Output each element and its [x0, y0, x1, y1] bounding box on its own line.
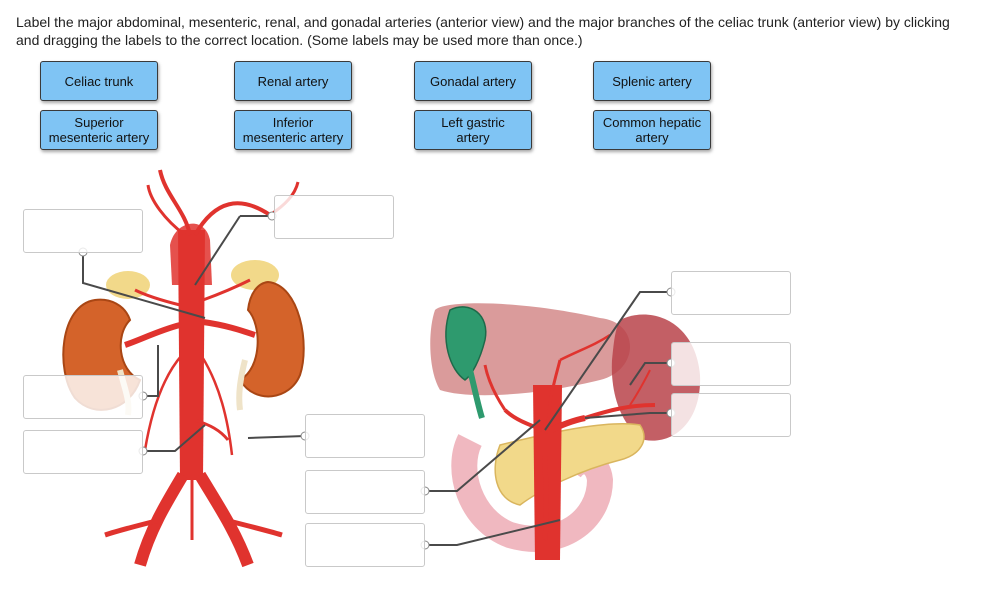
drop-target-5[interactable] — [305, 414, 425, 458]
label-splenic-artery[interactable]: Splenic artery — [593, 61, 711, 101]
drop-target-2[interactable] — [274, 195, 394, 239]
drop-target-7[interactable] — [305, 523, 425, 567]
pancreas — [494, 422, 645, 506]
drop-target-6[interactable] — [305, 470, 425, 514]
drop-target-4[interactable] — [23, 430, 143, 474]
instructions-text: Label the major abdominal, mesenteric, r… — [16, 14, 950, 48]
label-celiac-trunk[interactable]: Celiac trunk — [40, 61, 158, 101]
label-renal-artery[interactable]: Renal artery — [234, 61, 352, 101]
drop-target-10[interactable] — [671, 393, 791, 437]
celiac-trunk-figure — [430, 303, 701, 560]
drop-target-8[interactable] — [671, 271, 791, 315]
left-leader-lines — [82, 215, 306, 452]
drop-target-3[interactable] — [23, 375, 143, 419]
drop-target-1[interactable] — [23, 209, 143, 253]
right-leader-lines — [425, 291, 671, 546]
abdominal-aorta — [178, 230, 205, 480]
drop-target-9[interactable] — [671, 342, 791, 386]
label-gonadal-artery[interactable]: Gonadal artery — [414, 61, 532, 101]
gallbladder — [445, 306, 487, 381]
right-kidney — [238, 280, 305, 398]
